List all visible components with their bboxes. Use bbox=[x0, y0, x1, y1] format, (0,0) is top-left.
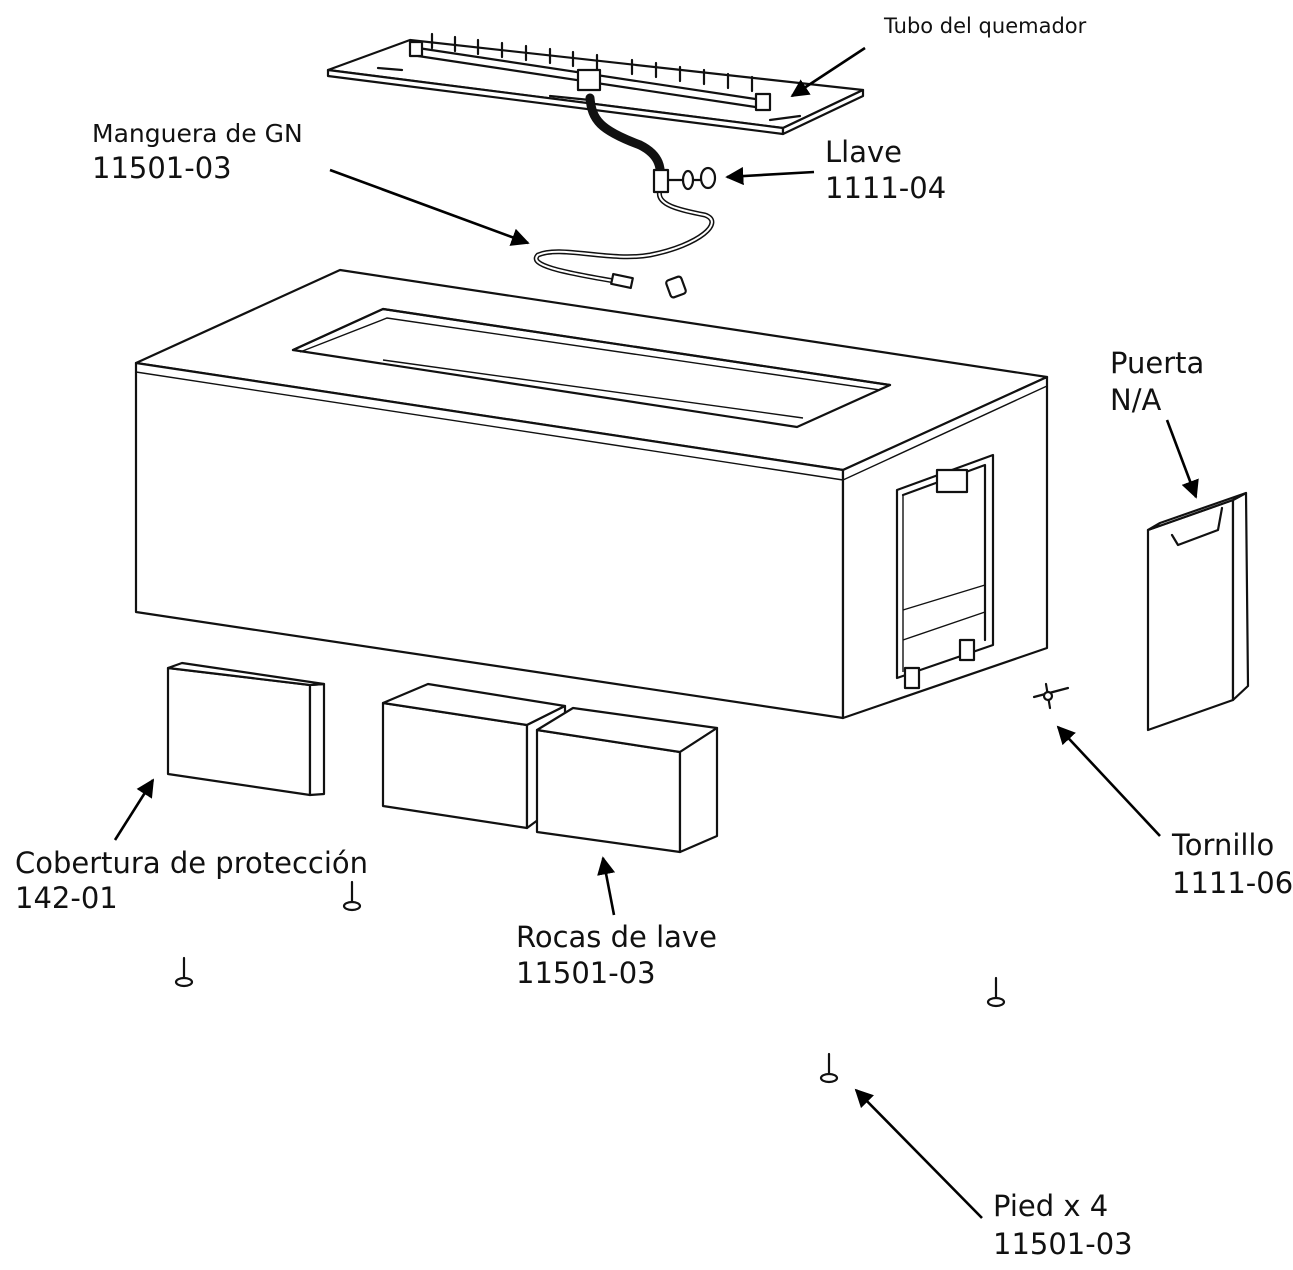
gas-hose bbox=[533, 93, 715, 299]
screw-label: Tornillo bbox=[1171, 828, 1274, 862]
lava-rocks-blocks bbox=[381, 682, 719, 854]
valve-key bbox=[652, 166, 717, 194]
feet-label: Pied x 4 bbox=[993, 1189, 1108, 1223]
screw-part-number: 1111-06 bbox=[1172, 866, 1293, 900]
valve-key-part-number: 1111-04 bbox=[825, 171, 946, 205]
arrow-feet bbox=[854, 1088, 983, 1219]
door-panel bbox=[1146, 491, 1250, 732]
burner-tube-label: Tubo del quemador bbox=[883, 14, 1087, 38]
arrow-valve-key bbox=[725, 166, 815, 186]
burner-jets bbox=[430, 32, 754, 93]
arrow-lava-rocks bbox=[597, 856, 616, 916]
arrow-door bbox=[1165, 419, 1199, 499]
gas-hose-part-number: 11501-03 bbox=[92, 151, 232, 185]
protective-cover-label: Cobertura de protección bbox=[15, 846, 368, 880]
arrow-burner-tube bbox=[790, 46, 866, 98]
door-part-number: N/A bbox=[1110, 383, 1161, 417]
door-label: Puerta bbox=[1110, 346, 1204, 380]
protective-cover-block bbox=[166, 661, 326, 797]
arrow-gas-hose bbox=[329, 168, 530, 246]
foot bbox=[819, 1052, 839, 1084]
protective-cover-part-number: 142-01 bbox=[15, 881, 118, 915]
valve-key-label: Llave bbox=[825, 135, 902, 169]
lava-rocks-part-number: 11501-03 bbox=[516, 956, 656, 990]
foot bbox=[174, 956, 194, 988]
foot bbox=[986, 976, 1006, 1008]
burner-tray bbox=[326, 32, 865, 136]
callout-arrows bbox=[113, 46, 1199, 1219]
feet-part-number: 11501-03 bbox=[993, 1227, 1133, 1261]
lava-rocks-label: Rocas de lave bbox=[516, 920, 717, 954]
gas-hose-label: Manguera de GN bbox=[92, 119, 303, 148]
feet-parts bbox=[174, 880, 1006, 1084]
screw-part bbox=[1032, 682, 1070, 710]
foot bbox=[342, 880, 362, 912]
fire-table-body bbox=[134, 268, 1049, 720]
arrow-screw bbox=[1056, 725, 1161, 837]
callout-labels: Tubo del quemador Manguera de GN 11501-0… bbox=[15, 14, 1293, 1261]
arrow-protective-cover bbox=[113, 778, 155, 841]
